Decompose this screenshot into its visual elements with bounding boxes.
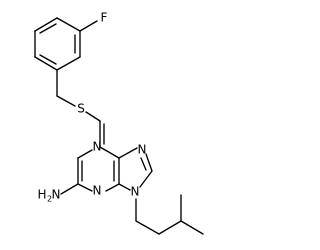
bond-imidazole-double (140, 157, 147, 171)
molecule-diagram: F S N N N N H 2 N (34, 11, 204, 235)
chemical-structure-canvas: F S N N N N H 2 N (34, 10, 204, 235)
bond-benzene-double-c (39, 54, 57, 65)
bond-imidazole-2 (145, 153, 153, 172)
amine-h-label: H (37, 188, 46, 202)
bond-pyrimidine-2 (99, 146, 120, 159)
bond-benzyl-sulfur (56, 95, 76, 107)
bond-benzene-double-a (39, 23, 57, 34)
bond-fluoro (79, 20, 98, 32)
bond-chain-5 (180, 220, 204, 235)
bond-benzene-4 (56, 56, 81, 71)
sulfur-label: S (77, 102, 85, 116)
bond-pyrimidine-4 (105, 183, 120, 192)
amine-n-label: N (52, 188, 61, 202)
nitrogen-1-label: N (93, 140, 102, 154)
bond-chain-2 (135, 220, 160, 235)
bond-benzene-2 (56, 17, 81, 32)
bond-amine (60, 183, 79, 195)
nitrogen-3-label: N (93, 184, 102, 198)
bond-imidazole-4 (118, 183, 131, 191)
bond-sulfur-purine (85, 111, 101, 122)
bond-chain-3 (158, 220, 182, 235)
nitrogen-7-label: N (138, 143, 147, 157)
bond-imidazole-3 (139, 170, 153, 188)
amine-subscript-label: 2 (47, 195, 52, 204)
bond-benzene-5 (34, 56, 58, 71)
bond-pyrimidine-7 (77, 149, 93, 159)
bond-pyrimidine-5 (77, 183, 93, 192)
bond-imidazole-1 (118, 147, 138, 159)
bond-benzene-1 (34, 17, 58, 32)
fluorine-label: F (101, 11, 108, 25)
nitrogen-9-label: N (131, 185, 140, 199)
